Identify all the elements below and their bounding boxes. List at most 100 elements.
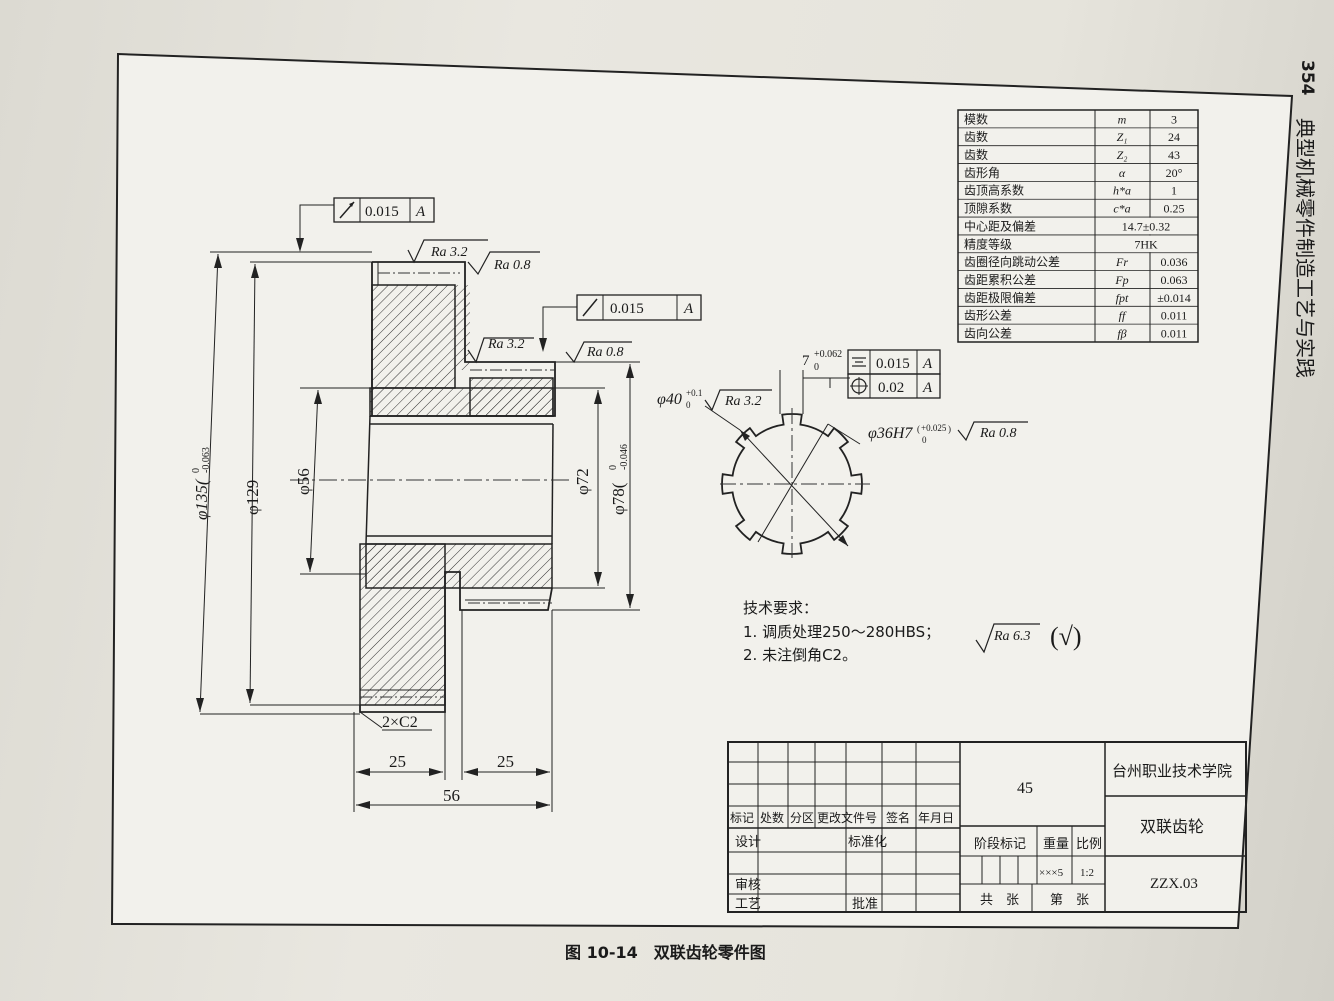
tech-req-item-2: 2. 未注倒角C2。 <box>743 646 857 664</box>
tb-approve: 批准 <box>852 897 878 912</box>
param-symbol: ff <box>1119 309 1127 323</box>
dia-40-label: φ40 +0.1 0 Ra 3.2 <box>657 388 772 412</box>
param-value: 20° <box>1166 166 1183 180</box>
svg-text:0: 0 <box>922 435 927 445</box>
svg-text:A: A <box>922 356 933 372</box>
tb-header-3: 更改文件号 <box>817 810 877 825</box>
tech-req-title: 技术要求： <box>743 599 818 617</box>
tb-sheet-no: 第 张 <box>1050 893 1089 908</box>
tb-part-name: 双联齿轮 <box>1140 817 1204 836</box>
param-value: 43 <box>1168 148 1180 162</box>
param-symbol: m <box>1118 112 1127 126</box>
tb-header-0: 标记 <box>730 811 754 825</box>
tb-header-4: 签名 <box>886 810 910 825</box>
section-view <box>290 261 570 713</box>
tb-total-sheets: 共 张 <box>980 893 1019 908</box>
dim-56-dia: φ56 <box>294 468 313 495</box>
svg-text:+0.1: +0.1 <box>686 388 702 398</box>
param-value: 0.011 <box>1161 327 1188 341</box>
title-block <box>727 741 1247 913</box>
svg-text:Ra 0.8: Ra 0.8 <box>493 258 531 273</box>
param-name: 齿距极限偏差 <box>964 290 1036 305</box>
svg-text:(√): (√) <box>1050 622 1082 651</box>
param-name: 模数 <box>964 111 988 126</box>
param-value: 0.063 <box>1161 273 1188 287</box>
tech-req-item-1: 1. 调质处理250～280HBS； <box>743 623 940 641</box>
tb-school: 台州职业技术学院 <box>1112 762 1232 780</box>
figure-caption: 图 10-14 双联齿轮零件图 <box>565 943 766 962</box>
tb-header-1: 处数 <box>760 810 784 825</box>
param-symbol: Fr <box>1115 255 1128 269</box>
svg-text:A: A <box>922 380 933 396</box>
param-symbol: c*a <box>1113 202 1130 216</box>
len-25-right: 25 <box>497 752 514 771</box>
svg-text:0.015: 0.015 <box>876 356 910 372</box>
tb-weight-value: ×××5 <box>1039 867 1064 879</box>
param-name: 精度等级 <box>964 236 1012 251</box>
param-name: 齿圈径向跳动公差 <box>964 254 1060 269</box>
tb-standardize: 标准化 <box>848 835 887 850</box>
param-value: 14.7±0.32 <box>1122 219 1171 233</box>
spline-end-view <box>704 370 870 558</box>
roughness-ra08-top: Ra 0.8 <box>467 251 540 276</box>
param-symbol: Z₂ <box>1117 148 1128 162</box>
svg-text:Ra 3.2: Ra 3.2 <box>487 337 525 352</box>
dim-135-tol-lower: -0.063 <box>201 447 212 473</box>
svg-text:0.015: 0.015 <box>365 204 399 220</box>
param-symbol: α <box>1119 166 1126 180</box>
chamfer-label: 2×C2 <box>382 714 418 731</box>
param-name: 齿数 <box>964 129 988 144</box>
svg-text:Ra 0.8: Ra 0.8 <box>979 426 1017 441</box>
dim-78: φ78( <box>609 482 628 515</box>
param-name: 齿数 <box>964 147 988 162</box>
roughness-ra32-top: Ra 3.2 <box>407 239 488 264</box>
tb-drawing-no: ZZX.03 <box>1150 876 1198 892</box>
large-gear-hatch <box>371 284 456 389</box>
tb-design: 设计 <box>735 835 761 850</box>
running-title: 典型机械零件制造工艺与实践 <box>1293 118 1317 378</box>
dim-129: φ129 <box>243 480 262 515</box>
param-value: ±0.014 <box>1157 291 1191 305</box>
dim-135-tol-upper: 0 <box>191 468 202 473</box>
roughness-ra08-mid: Ra 0.8 <box>565 341 632 364</box>
param-value: 7HK <box>1134 237 1158 251</box>
param-name: 齿距累积公差 <box>964 273 1036 287</box>
dim-78-tol-upper: 0 <box>608 465 619 470</box>
param-name: 中心距及偏差 <box>964 218 1036 233</box>
svg-text:Ra 3.2: Ra 3.2 <box>430 245 468 260</box>
runout-tolerance-1: 0.015 A <box>296 197 435 252</box>
svg-text:(: ( <box>917 424 920 434</box>
tb-review: 审核 <box>735 878 761 893</box>
param-name: 齿向公差 <box>964 326 1012 341</box>
param-symbol: Fp <box>1114 273 1128 287</box>
page-number: 354 <box>1297 60 1317 96</box>
length-dimensions <box>353 610 553 812</box>
param-name: 顶隙系数 <box>964 201 1012 216</box>
param-symbol: h*a <box>1113 184 1131 198</box>
svg-text:φ36H7: φ36H7 <box>868 425 913 442</box>
svg-text:A: A <box>683 301 694 317</box>
svg-text:Ra 0.8: Ra 0.8 <box>586 345 624 360</box>
svg-text:0.02: 0.02 <box>878 380 904 396</box>
svg-text:Ra 6.3: Ra 6.3 <box>993 629 1031 644</box>
svg-text:+0.025: +0.025 <box>921 423 947 433</box>
diameter-dimensions <box>199 251 640 715</box>
symmetry-frame: 0.015 A 0.02 A <box>847 349 941 399</box>
roughness-ra63-default: Ra 6.3 (√) <box>975 622 1082 654</box>
param-value: 0.011 <box>1161 309 1188 323</box>
tb-header-2: 分区 <box>790 811 814 825</box>
param-symbol: fpt <box>1116 291 1129 305</box>
svg-text:0: 0 <box>686 400 691 410</box>
param-value: 0.25 <box>1164 202 1185 216</box>
param-symbol: Z₁ <box>1117 130 1128 144</box>
param-name: 齿形角 <box>964 166 1000 180</box>
param-value: 1 <box>1171 184 1177 198</box>
param-value: 3 <box>1171 112 1177 126</box>
len-56: 56 <box>443 786 460 805</box>
svg-text:Ra 3.2: Ra 3.2 <box>724 394 762 409</box>
svg-text:): ) <box>948 424 951 434</box>
tb-header-5: 年月日 <box>918 811 954 825</box>
svg-text:0.015: 0.015 <box>610 301 644 317</box>
tb-ratio-label: 比例 <box>1076 837 1102 852</box>
